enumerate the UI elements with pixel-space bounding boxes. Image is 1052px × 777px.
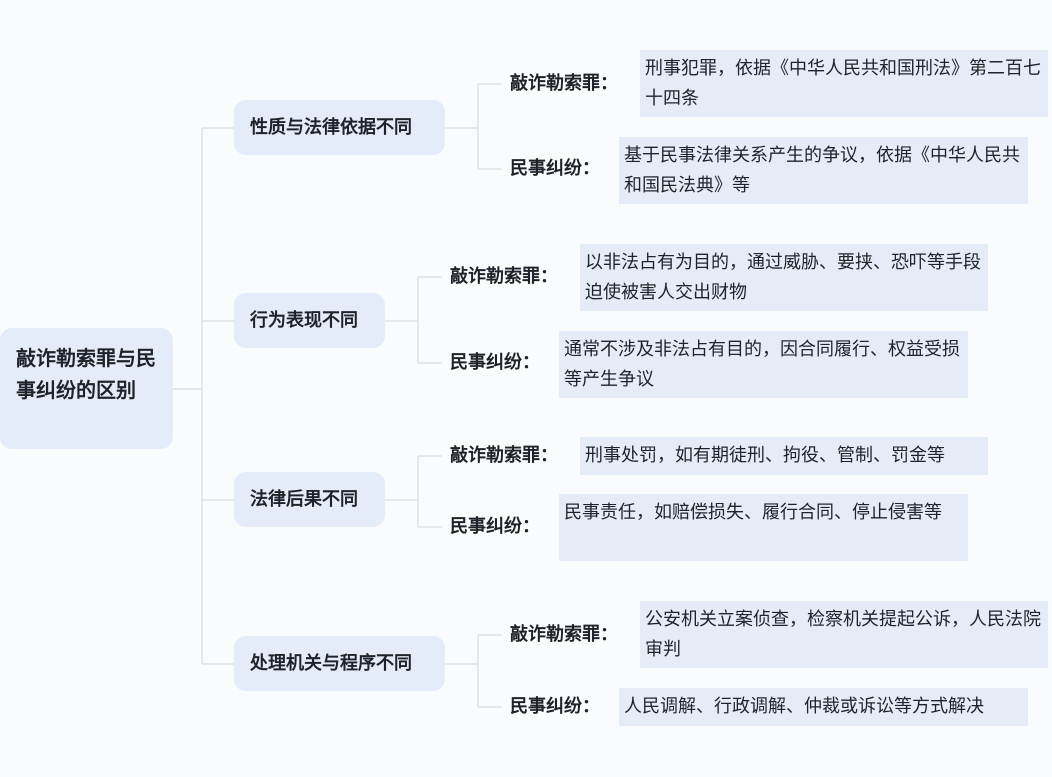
label-civil-dispute: 民事纠纷： [450, 352, 540, 373]
root-node: 敲诈勒索罪与民事纠纷的区别 [0, 328, 173, 449]
label-civil-dispute: 民事纠纷： [510, 696, 600, 717]
label-extortion: 敲诈勒索罪： [450, 266, 558, 287]
branch-nature-legal-basis: 性质与法律依据不同 [234, 100, 445, 155]
branch-authority-procedure: 处理机关与程序不同 [234, 636, 445, 691]
label-extortion: 敲诈勒索罪： [510, 73, 618, 94]
branch-legal-consequence: 法律后果不同 [234, 472, 385, 527]
desc-extortion-behavior: 以非法占有为目的，通过威胁、要挟、恐吓等手段迫使被害人交出财物 [580, 244, 988, 311]
desc-civil-procedure: 人民调解、行政调解、仲裁或诉讼等方式解决 [619, 688, 1028, 726]
desc-extortion-consequence: 刑事处罚，如有期徒刑、拘役、管制、罚金等 [580, 437, 988, 475]
branch-behavior: 行为表现不同 [234, 293, 385, 348]
label-extortion: 敲诈勒索罪： [450, 445, 558, 466]
desc-extortion-procedure: 公安机关立案侦查，检察机关提起公诉，人民法院审判 [640, 601, 1048, 668]
desc-civil-nature: 基于民事法律关系产生的争议，依据《中华人民共和国民法典》等 [619, 137, 1028, 204]
label-extortion: 敲诈勒索罪： [510, 624, 618, 645]
desc-civil-consequence: 民事责任，如赔偿损失、履行合同、停止侵害等 [559, 494, 968, 561]
desc-civil-behavior: 通常不涉及非法占有目的，因合同履行、权益受损等产生争议 [559, 331, 968, 398]
label-civil-dispute: 民事纠纷： [510, 158, 600, 179]
label-civil-dispute: 民事纠纷： [450, 516, 540, 537]
desc-extortion-nature: 刑事犯罪，依据《中华人民共和国刑法》第二百七十四条 [640, 50, 1048, 117]
